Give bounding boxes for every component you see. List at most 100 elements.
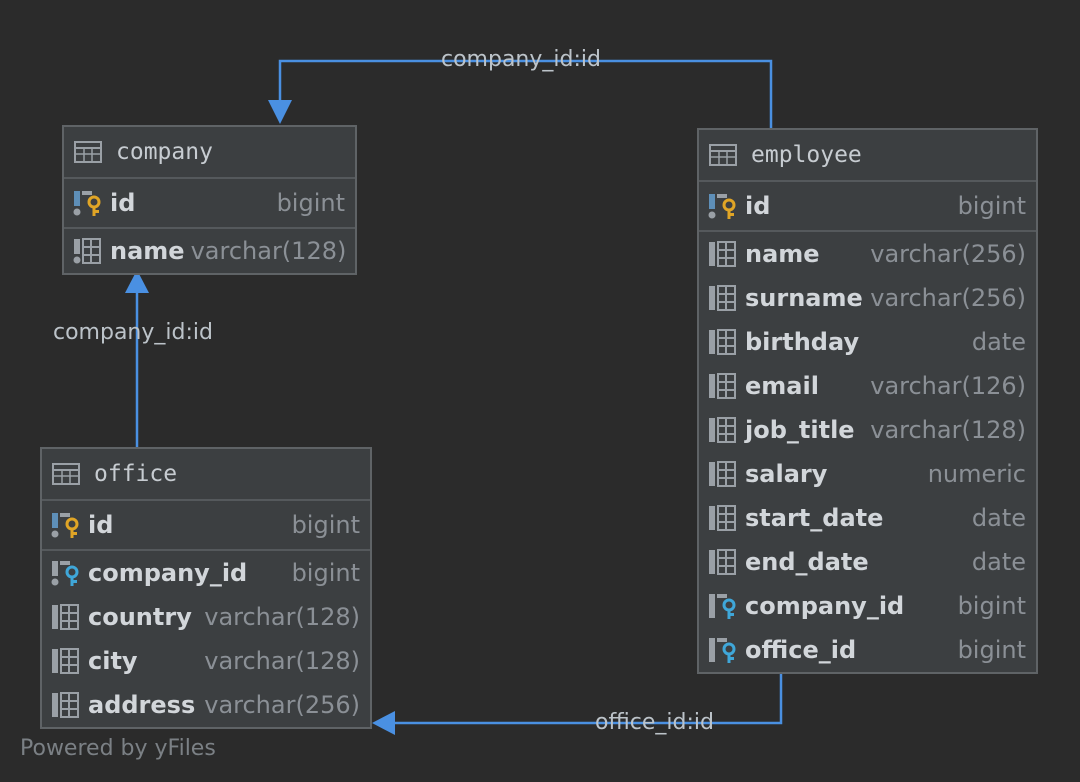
- table-header[interactable]: office: [42, 449, 370, 501]
- column-type: bigint: [291, 511, 360, 539]
- column-type: date: [971, 504, 1026, 532]
- column-type: date: [971, 548, 1026, 576]
- column-icon: [709, 461, 736, 487]
- foreign-key-icon: [51, 561, 79, 586]
- column-row[interactable]: start_date date: [699, 496, 1036, 540]
- column-row[interactable]: id bigint: [64, 179, 355, 227]
- column-name: id: [88, 511, 114, 539]
- arrow-head-office: [372, 711, 395, 735]
- column-icon: [52, 692, 79, 718]
- table-title: employee: [751, 142, 862, 168]
- column-name: company_id: [88, 559, 248, 587]
- link-employee-company: [278, 59, 773, 128]
- link-label-employee-office: office_id:id: [595, 710, 714, 735]
- table-company[interactable]: company id bigint: [62, 125, 357, 275]
- column-type: varchar(256): [870, 284, 1026, 312]
- primary-key-section: id bigint: [699, 182, 1036, 232]
- link-label-office-company: company_id:id: [53, 320, 213, 345]
- table-header[interactable]: employee: [699, 130, 1036, 182]
- column-row[interactable]: end_date date: [699, 540, 1036, 584]
- foreign-key-icon: [709, 638, 736, 663]
- column-name: name: [110, 237, 185, 265]
- link-label-employee-company: company_id:id: [441, 47, 601, 72]
- column-row[interactable]: email varchar(126): [699, 364, 1036, 408]
- columns-section: company_id bigint country varchar(128): [42, 551, 370, 727]
- column-icon: [709, 373, 736, 399]
- column-row[interactable]: birthday date: [699, 320, 1036, 364]
- column-row[interactable]: name varchar(256): [699, 232, 1036, 276]
- column-name: office_id: [745, 636, 857, 664]
- column-name: city: [88, 647, 138, 675]
- column-type: varchar(126): [870, 372, 1026, 400]
- table-header[interactable]: company: [64, 127, 355, 179]
- column-row[interactable]: city varchar(128): [42, 639, 370, 683]
- table-icon: [74, 141, 102, 163]
- table-title: company: [116, 139, 213, 165]
- column-type: bigint: [957, 192, 1026, 220]
- column-name: email: [745, 372, 819, 400]
- column-name: end_date: [745, 548, 869, 576]
- column-type: bigint: [957, 636, 1026, 664]
- column-row[interactable]: id bigint: [699, 182, 1036, 230]
- column-type: varchar(256): [204, 691, 360, 719]
- powered-by-label: Powered by yFiles: [20, 736, 216, 761]
- table-icon: [709, 144, 737, 166]
- column-row[interactable]: salary numeric: [699, 452, 1036, 496]
- column-row[interactable]: country varchar(128): [42, 595, 370, 639]
- column-icon: [52, 648, 79, 674]
- column-row[interactable]: company_id bigint: [699, 584, 1036, 628]
- primary-key-icon: [708, 194, 736, 219]
- column-row[interactable]: name varchar(128): [64, 229, 355, 273]
- column-row[interactable]: id bigint: [42, 501, 370, 549]
- column-type: bigint: [957, 592, 1026, 620]
- column-name: id: [110, 189, 136, 217]
- column-type: varchar(128): [204, 647, 360, 675]
- column-icon: [709, 329, 736, 355]
- link-employee-office: [384, 669, 783, 725]
- column-type: date: [971, 328, 1026, 356]
- column-name: address: [88, 691, 196, 719]
- column-type: bigint: [276, 189, 345, 217]
- foreign-key-icon: [709, 594, 736, 619]
- column-type: varchar(128): [190, 237, 347, 265]
- column-name: country: [88, 603, 192, 631]
- column-name: id: [745, 192, 771, 220]
- column-name: salary: [745, 460, 828, 488]
- column-type: varchar(128): [204, 603, 360, 631]
- table-employee[interactable]: employee id bigint: [697, 128, 1038, 674]
- primary-key-icon: [51, 513, 79, 538]
- table-title: office: [94, 461, 178, 487]
- column-row[interactable]: company_id bigint: [42, 551, 370, 595]
- column-name: birthday: [745, 328, 860, 356]
- column-row[interactable]: office_id bigint: [699, 628, 1036, 672]
- arrow-head-company-bottom: [125, 270, 149, 293]
- table-icon: [52, 463, 80, 485]
- arrow-head-company-top: [268, 100, 292, 124]
- column-icon: [709, 241, 736, 267]
- column-row[interactable]: address varchar(256): [42, 683, 370, 727]
- primary-key-section: id bigint: [64, 179, 355, 229]
- column-type: varchar(256): [870, 240, 1026, 268]
- column-name: surname: [745, 284, 863, 312]
- column-icon: [709, 417, 736, 443]
- column-name: name: [745, 240, 820, 268]
- column-type: numeric: [927, 460, 1026, 488]
- column-type: varchar(128): [870, 416, 1026, 444]
- column-row[interactable]: job_title varchar(128): [699, 408, 1036, 452]
- columns-section: name varchar(128): [64, 229, 355, 273]
- column-icon: [709, 549, 736, 575]
- primary-key-section: id bigint: [42, 501, 370, 551]
- primary-key-icon: [73, 191, 101, 216]
- column-not-null-icon: [73, 238, 101, 264]
- column-name: start_date: [745, 504, 884, 532]
- column-icon: [709, 505, 736, 531]
- table-office[interactable]: office id bigint: [40, 447, 372, 729]
- column-name: company_id: [745, 592, 905, 620]
- columns-section: name varchar(256) surname varchar(256): [699, 232, 1036, 672]
- column-icon: [709, 285, 736, 311]
- column-type: bigint: [291, 559, 360, 587]
- column-row[interactable]: surname varchar(256): [699, 276, 1036, 320]
- column-name: job_title: [745, 416, 855, 444]
